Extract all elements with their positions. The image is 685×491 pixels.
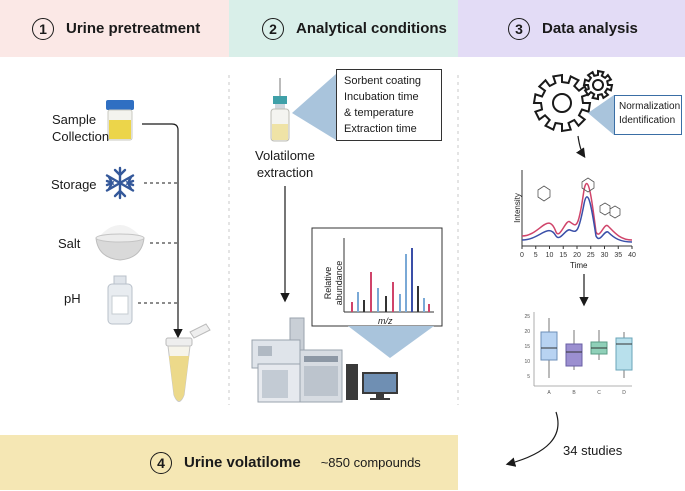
studies-label: 34 studies bbox=[563, 443, 623, 458]
header-title-3: Data analysis bbox=[542, 20, 638, 37]
processing-box: Normalization Identification bbox=[614, 95, 682, 135]
result-count: ~850 compounds bbox=[320, 455, 421, 470]
spectrum-peaks bbox=[351, 248, 430, 312]
urine-cup-icon bbox=[106, 100, 134, 141]
factor-incubation-time: Incubation time bbox=[344, 91, 419, 103]
volatilome-extraction-label: Volatilome extraction bbox=[255, 148, 315, 180]
chromatogram-ylabel: Intensity bbox=[513, 193, 522, 223]
chromatogram-tick-label: 35 bbox=[614, 252, 622, 259]
eppendorf-tube-icon bbox=[165, 323, 211, 402]
boxplot-xtick-label: C bbox=[597, 390, 601, 396]
salt-bowl-icon bbox=[95, 225, 145, 261]
factor-sorbent-coating: Sorbent coating bbox=[344, 75, 422, 87]
factors-box: Sorbent coating Incubation time & temper… bbox=[336, 69, 442, 141]
header-data-analysis: 3 Data analysis bbox=[458, 0, 685, 57]
result-banner: 4 Urine volatilome ~850 compounds bbox=[0, 435, 458, 490]
chromatogram-tick-label: 25 bbox=[587, 252, 595, 259]
ph-label: pH bbox=[64, 291, 81, 306]
processing-normalization: Normalization bbox=[619, 101, 681, 112]
processing-callout bbox=[588, 95, 614, 135]
spectrum-ylabel: Relative abundance bbox=[323, 260, 344, 306]
factor-extraction-time: Extraction time bbox=[344, 123, 417, 135]
storage-label: Storage bbox=[51, 177, 97, 192]
pretreatment-flow-arrow bbox=[142, 123, 183, 339]
studies-flow-arrow bbox=[505, 411, 559, 467]
header-analytical-conditions: 2 Analytical conditions bbox=[229, 0, 458, 57]
chromatogram-tick-label: 15 bbox=[559, 252, 567, 259]
header-title-1: Urine pretreatment bbox=[66, 20, 201, 37]
chromatogram-tick-label: 30 bbox=[601, 252, 609, 259]
spectrum-pointer bbox=[348, 326, 434, 358]
gear-icon bbox=[532, 69, 614, 133]
mass-spectrum-panel bbox=[311, 227, 443, 327]
step-number-4: 4 bbox=[150, 451, 172, 474]
boxplot-panel: 25 20 15 10 5 A B C D bbox=[524, 312, 633, 396]
step-number-1: 1 bbox=[32, 17, 54, 40]
boxplot-xticks: A B C D bbox=[547, 390, 626, 396]
chromatogram-tick-label: 5 bbox=[534, 252, 538, 259]
processing-flow-arrow bbox=[576, 135, 586, 158]
header-urine-pretreatment: 1 Urine pretreatment bbox=[0, 0, 229, 57]
boxplot-ytick-label: 10 bbox=[524, 359, 530, 365]
chromatogram-tick-label: 20 bbox=[573, 252, 581, 259]
computer-icon bbox=[346, 364, 398, 400]
step-number-3: 3 bbox=[508, 17, 530, 40]
boxplot-ytick-label: 15 bbox=[524, 344, 530, 350]
chromatogram-tick-label: 10 bbox=[546, 252, 554, 259]
boxplot-xtick-label: A bbox=[547, 390, 551, 396]
chromatogram-ticks: 0 5 10 15 20 25 30 35 40 bbox=[520, 246, 636, 259]
boxplot-xtick-label: D bbox=[622, 390, 626, 396]
result-title: Urine volatilome bbox=[184, 454, 301, 471]
chromatogram-tick-label: 0 bbox=[520, 252, 524, 259]
boxplot-yticks: 25 20 15 10 5 bbox=[524, 314, 530, 380]
gcms-instrument-icon bbox=[251, 317, 343, 403]
snowflake-icon bbox=[105, 166, 135, 200]
factor-temperature: & temperature bbox=[344, 107, 414, 119]
spectrum-xlabel: m/z bbox=[378, 316, 393, 326]
boxplot-ytick-label: 25 bbox=[524, 314, 530, 320]
chromatogram-tick-label: 40 bbox=[628, 252, 636, 259]
boxplot-ytick-label: 20 bbox=[524, 329, 530, 335]
step-number-2: 2 bbox=[262, 17, 284, 40]
ph-bottle-icon bbox=[107, 275, 133, 325]
factors-callout bbox=[292, 74, 336, 140]
boxplot-xtick-label: B bbox=[572, 390, 576, 396]
salt-label: Salt bbox=[58, 236, 81, 251]
processing-identification: Identification bbox=[619, 115, 676, 126]
header-title-2: Analytical conditions bbox=[296, 20, 447, 37]
boxplot-ytick-label: 5 bbox=[527, 374, 530, 380]
chromatogram-xlabel: Time bbox=[570, 261, 588, 270]
sample-collection-label: Sample Collection bbox=[52, 112, 110, 144]
chromatogram-panel: 0 5 10 15 20 25 30 35 40 bbox=[520, 170, 636, 259]
spme-vial-icon bbox=[270, 78, 290, 142]
